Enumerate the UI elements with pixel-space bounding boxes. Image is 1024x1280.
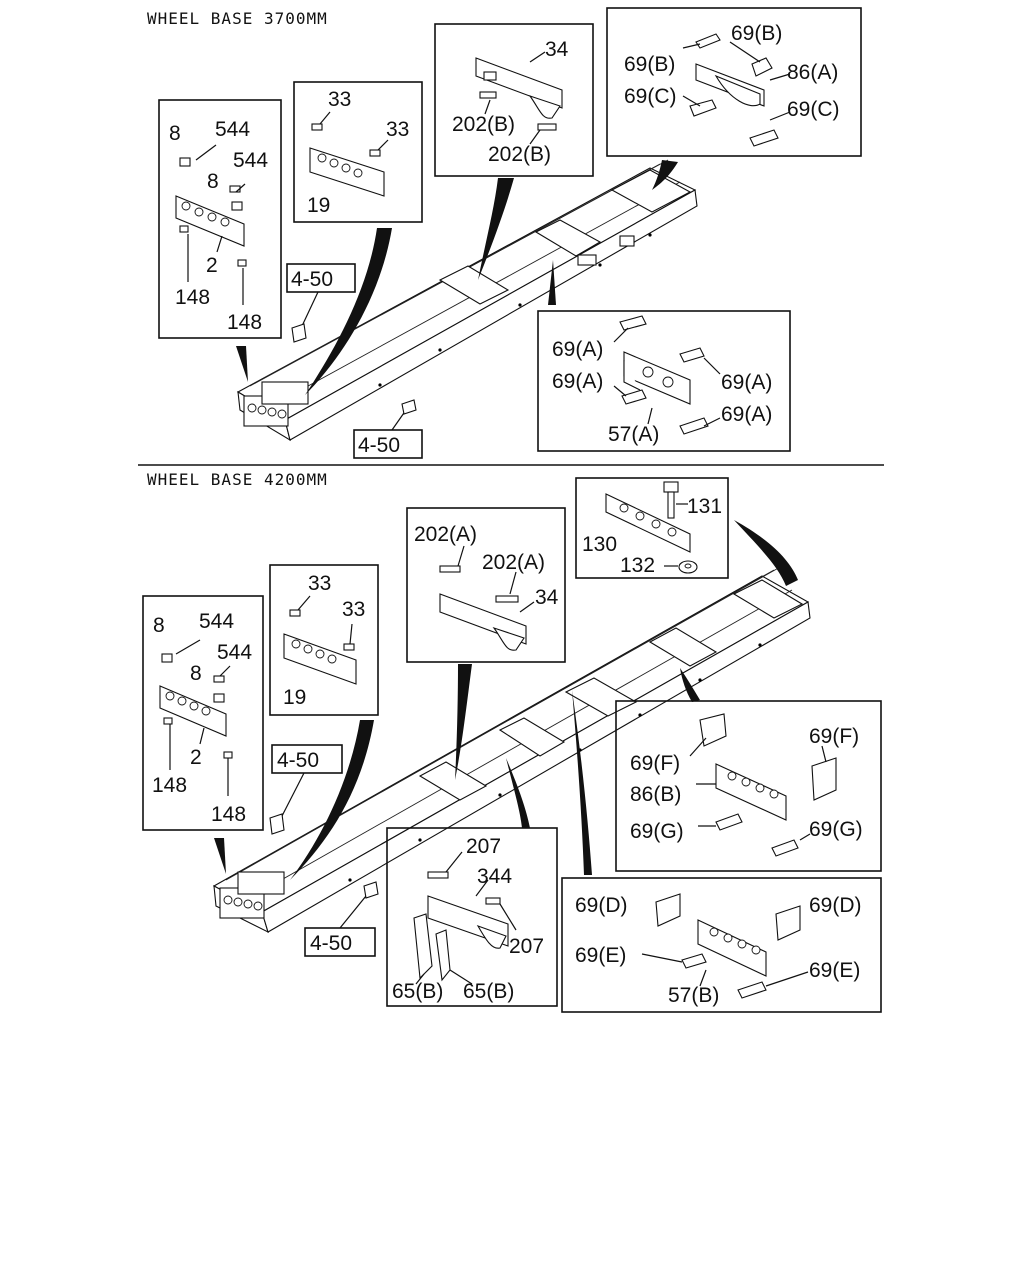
part-label: 8 xyxy=(190,662,202,685)
reference-label: 4-50 xyxy=(277,749,319,772)
part-label: 69(A) xyxy=(721,371,772,394)
reference-label: 4-50 xyxy=(291,268,333,291)
section-title: WHEEL BASE 4200MM xyxy=(147,470,328,489)
pointer-wedge xyxy=(305,228,392,395)
pointer-wedge xyxy=(734,520,798,586)
part-label: 34 xyxy=(545,38,569,61)
part-label: 69(E) xyxy=(809,959,860,982)
reference-label: 4-50 xyxy=(310,932,352,955)
callout-box-bracket-344: 207 344 207 65(B) 65(B) xyxy=(386,827,558,1007)
part-label: 202(B) xyxy=(488,143,551,166)
pointer-wedge xyxy=(680,668,700,702)
part-label: 148 xyxy=(227,311,262,334)
callout-box-crossmember-2: 8 544 544 8 2 148 148 xyxy=(158,99,282,339)
section-title: WHEEL BASE 3700MM xyxy=(147,9,328,28)
chassis-frame-4200 xyxy=(212,565,811,934)
pointer-wedge xyxy=(290,720,374,880)
section-wheelbase-4200: WHEEL BASE 4200MM xyxy=(142,470,882,1013)
part-label: 65(B) xyxy=(392,980,443,1003)
part-label: 69(A) xyxy=(552,338,603,361)
reference-4-50-lower: 4-50 xyxy=(353,399,423,459)
part-label: 8 xyxy=(207,170,219,193)
callout-box-crossmember-57a: 69(A) 69(A) 69(A) 69(A) 57(A) xyxy=(537,310,791,452)
part-label: 148 xyxy=(175,286,210,309)
part-label: 69(G) xyxy=(630,820,684,843)
part-label: 33 xyxy=(308,572,331,595)
reference-label: 4-50 xyxy=(358,434,400,457)
part-label: 86(B) xyxy=(630,783,681,806)
part-label: 69(D) xyxy=(575,894,628,917)
part-label: 69(B) xyxy=(624,53,675,76)
part-label: 131 xyxy=(687,495,722,518)
part-label: 19 xyxy=(307,194,330,217)
callout-box-crossmember-19: 33 33 19 xyxy=(269,564,379,716)
part-label: 19 xyxy=(283,686,306,709)
part-label: 69(D) xyxy=(809,894,862,917)
part-label: 69(B) xyxy=(731,22,782,45)
part-label: 69(F) xyxy=(630,752,680,775)
part-label: 132 xyxy=(620,554,655,577)
callout-box-crossmember-2: 8 544 544 8 2 148 148 xyxy=(142,595,264,831)
pointer-wedge xyxy=(478,178,514,280)
callout-box-crossmember-57b: 69(D) 69(D) 69(E) 69(E) 57(B) xyxy=(561,877,882,1013)
callout-box-bolt-131: 131 130 132 xyxy=(575,477,729,579)
part-label: 69(C) xyxy=(787,98,840,121)
part-label: 69(C) xyxy=(624,85,677,108)
pointer-wedge xyxy=(455,664,472,780)
part-label: 2 xyxy=(190,746,202,769)
part-label: 202(A) xyxy=(482,551,545,574)
pointer-wedge xyxy=(548,260,556,305)
part-label: 33 xyxy=(342,598,365,621)
part-label: 65(B) xyxy=(463,980,514,1003)
part-label: 57(A) xyxy=(608,423,659,446)
pointer-wedge xyxy=(236,346,248,382)
part-label: 69(F) xyxy=(809,725,859,748)
part-label: 544 xyxy=(215,118,250,141)
part-label: 344 xyxy=(477,865,512,888)
part-label: 33 xyxy=(328,88,351,111)
part-label: 202(A) xyxy=(414,523,477,546)
pointer-wedge xyxy=(214,838,226,874)
part-label: 207 xyxy=(509,935,544,958)
callout-box-crossmember-34: 202(A) 202(A) 34 xyxy=(406,507,566,663)
part-label: 57(B) xyxy=(668,984,719,1007)
part-label: 544 xyxy=(233,149,268,172)
part-label: 34 xyxy=(535,586,559,609)
callout-box-crossmember-86b: 69(F) 69(F) 86(B) 69(G) 69(G) xyxy=(615,700,882,872)
part-label: 86(A) xyxy=(787,61,838,84)
pointer-wedge xyxy=(572,690,592,875)
part-label: 8 xyxy=(169,122,181,145)
reference-4-50-upper: 4-50 xyxy=(286,263,356,343)
part-label: 69(G) xyxy=(809,818,863,841)
part-label: 207 xyxy=(466,835,501,858)
part-label: 69(E) xyxy=(575,944,626,967)
part-label: 202(B) xyxy=(452,113,515,136)
reference-4-50-upper: 4-50 xyxy=(269,744,343,835)
part-label: 544 xyxy=(217,641,252,664)
part-label: 69(A) xyxy=(552,370,603,393)
reference-4-50-lower: 4-50 xyxy=(304,881,379,957)
part-label: 130 xyxy=(582,533,617,556)
part-label: 544 xyxy=(199,610,234,633)
pointer-wedge xyxy=(506,758,530,828)
part-label: 2 xyxy=(206,254,218,277)
chassis-frame-3700 xyxy=(236,159,698,442)
part-label: 33 xyxy=(386,118,409,141)
part-label: 8 xyxy=(153,614,165,637)
part-label: 148 xyxy=(211,803,246,826)
part-label: 69(A) xyxy=(721,403,772,426)
section-wheelbase-3700: WHEEL BASE 3700MM xyxy=(147,7,862,459)
part-label: 148 xyxy=(152,774,187,797)
pointer-wedge xyxy=(652,160,678,190)
callout-box-crossmember-34: 34 202(B) 202(B) xyxy=(434,23,594,177)
callout-box-crossmember-86a: 69(B) 69(B) 86(A) 69(C) 69(C) xyxy=(606,7,862,157)
callout-box-crossmember-19: 33 33 19 xyxy=(293,81,423,223)
